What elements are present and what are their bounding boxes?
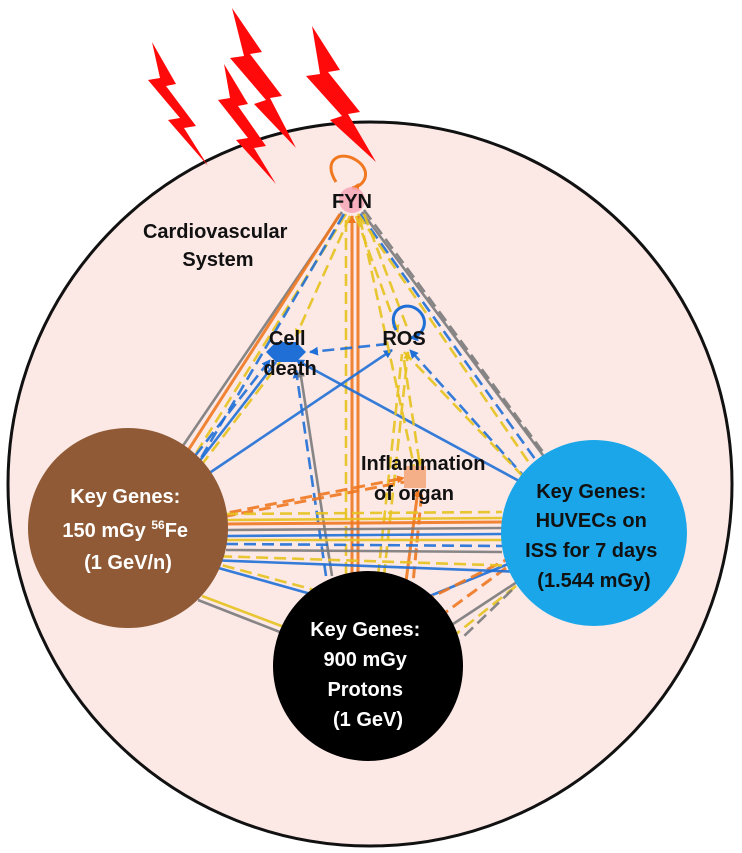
interaction-edge bbox=[192, 213, 346, 471]
interaction-edge bbox=[197, 598, 291, 638]
interaction-edge bbox=[455, 584, 517, 636]
interaction-edge bbox=[186, 361, 278, 477]
huvec-key-genes-node[interactable] bbox=[501, 440, 687, 626]
interaction-edge bbox=[358, 213, 542, 467]
interaction-edge bbox=[362, 209, 548, 457]
huvec-key-genes-label: Key Genes: HUVECs on ISS for 7 days (1.5… bbox=[525, 481, 663, 592]
proton-key-genes-node[interactable] bbox=[273, 571, 463, 761]
interaction-edge bbox=[225, 516, 503, 522]
fyn-marker-icon bbox=[339, 187, 365, 213]
interaction-edge bbox=[403, 351, 537, 491]
ros-self-loop bbox=[392, 304, 426, 342]
interaction-edge bbox=[225, 548, 503, 554]
cardiovascular-system-circle bbox=[6, 120, 734, 848]
cell-death-label[interactable]: Cell death bbox=[263, 328, 316, 380]
interaction-edge bbox=[409, 349, 541, 495]
interaction-edge bbox=[449, 578, 521, 628]
interaction-edge bbox=[360, 211, 550, 463]
interaction-edge bbox=[356, 213, 536, 471]
interaction-edge bbox=[225, 542, 503, 548]
interaction-edge bbox=[180, 213, 342, 461]
interaction-edge bbox=[429, 554, 515, 600]
interaction-edge bbox=[195, 348, 393, 484]
ros-label[interactable]: ROS bbox=[382, 328, 425, 350]
interaction-edge bbox=[294, 215, 352, 337]
interaction-edge bbox=[211, 554, 521, 568]
proton-key-genes-label: Key Genes: 900 mGy Protons (1 GeV) bbox=[310, 619, 426, 731]
interaction-edge bbox=[188, 361, 282, 481]
blue-hexagon-icon bbox=[266, 342, 306, 362]
interaction-edge bbox=[445, 566, 507, 614]
system-label: Cardiovascular System bbox=[143, 221, 293, 271]
interaction-edge bbox=[354, 215, 400, 333]
interaction-edge bbox=[182, 359, 272, 471]
interaction-edge bbox=[186, 213, 348, 467]
fe-key-genes-node[interactable] bbox=[28, 428, 228, 628]
interaction-edge bbox=[459, 589, 513, 641]
interaction-edge bbox=[211, 475, 405, 518]
interaction-edge bbox=[358, 217, 416, 467]
interaction-edge bbox=[309, 342, 389, 356]
interaction-edge bbox=[382, 351, 412, 577]
interaction-edge bbox=[207, 558, 525, 574]
inflammation-label[interactable]: Inflammation of organ bbox=[361, 453, 491, 505]
interaction-edge bbox=[201, 594, 293, 632]
interaction-edge bbox=[205, 480, 405, 522]
fyn-label[interactable]: FYN bbox=[332, 191, 372, 213]
orange-square-icon bbox=[404, 466, 426, 488]
interaction-edge bbox=[292, 369, 328, 577]
interaction-edge bbox=[225, 532, 503, 538]
fyn-self-loop bbox=[329, 154, 367, 191]
interaction-edge bbox=[297, 369, 334, 577]
interaction-edge bbox=[225, 510, 503, 516]
interaction-edge bbox=[225, 520, 503, 526]
interaction-edge bbox=[225, 526, 503, 532]
lightning-bolt-icon bbox=[148, 8, 376, 184]
fe-key-genes-label: Key Genes: 150 mGy 56Fe (1 GeV/n) bbox=[62, 486, 193, 574]
interaction-edge bbox=[362, 213, 410, 331]
